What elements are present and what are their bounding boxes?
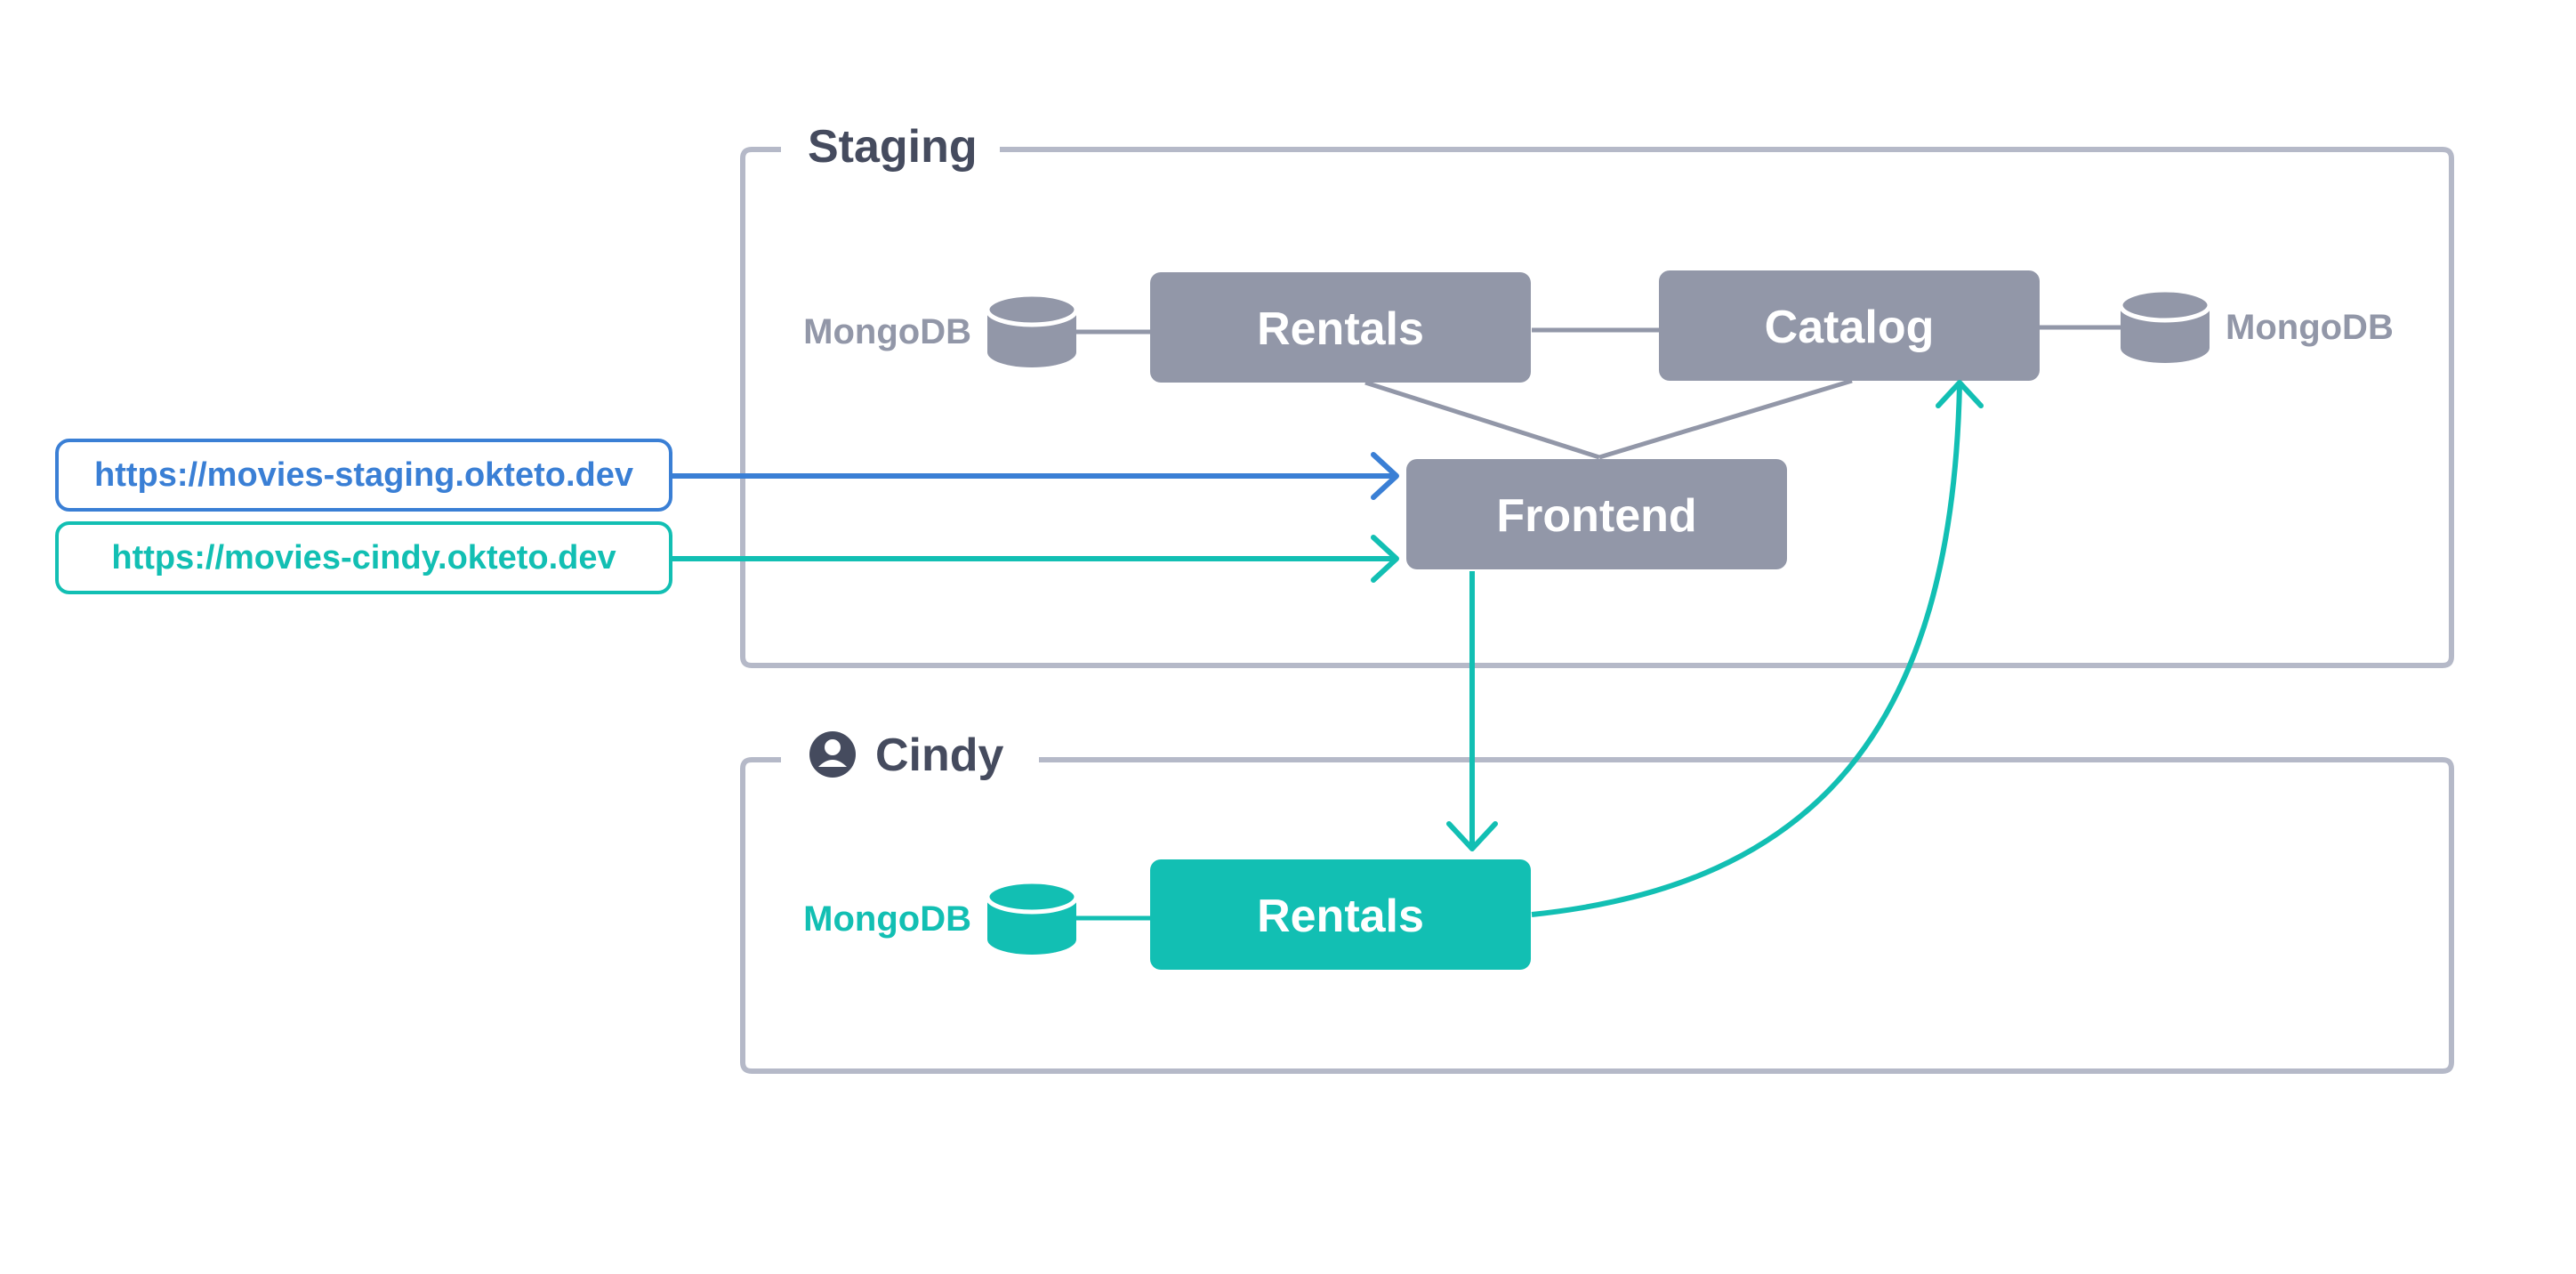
staging-url-label[interactable]: https://movies-staging.okteto.dev [94, 456, 633, 494]
database-icon [985, 292, 1079, 367]
staging-rentals-db: MongoDB [803, 292, 1079, 367]
staging-catalog-service: Catalog [1659, 270, 2040, 381]
cindy-routing [1446, 380, 1984, 917]
staging-frontend-service: Frontend [1406, 459, 1787, 569]
cindy-url-box[interactable] [55, 521, 672, 594]
staging-frontend-label: Frontend [1496, 490, 1696, 542]
user-avatar-icon [809, 731, 856, 778]
cindy-rentals-to-catalog-arrow [1531, 383, 1962, 917]
cindy-url-label[interactable]: https://movies-cindy.okteto.dev [111, 539, 616, 577]
staging-rentals-db-label: MongoDB [803, 312, 971, 351]
staging-title: Staging [808, 121, 978, 173]
cindy-frame [740, 757, 2454, 1074]
staging-environment: Staging MongoDB MongoDB Rentals [740, 121, 2454, 668]
arrowhead-right-icon [1371, 535, 1399, 583]
staging-rentals-label: Rentals [1257, 303, 1424, 355]
staging-frame [740, 147, 2454, 668]
staging-catalog-label: Catalog [1765, 302, 1935, 353]
cindy-endpoint[interactable]: https://movies-cindy.okteto.dev [55, 521, 1399, 594]
catalog-frontend-connector [1598, 378, 1853, 460]
staging-url-box[interactable] [55, 439, 672, 512]
staging-catalog-db-label: MongoDB [2226, 308, 2394, 347]
cindy-rentals-db-label: MongoDB [803, 899, 971, 939]
rentals-frontend-connector [1364, 380, 1600, 460]
cindy-environment: Cindy MongoDB Rentals [740, 730, 2454, 1074]
staging-rentals-service: Rentals [1150, 272, 1531, 383]
arrowhead-right-icon [1371, 452, 1399, 500]
arrowhead-up-icon [1936, 380, 1984, 408]
database-icon [985, 879, 1079, 955]
cindy-title: Cindy [875, 730, 1004, 781]
cindy-rentals-db: MongoDB [803, 879, 1079, 955]
staging-catalog-db: MongoDB [2118, 287, 2394, 363]
arrowhead-down-icon [1446, 821, 1498, 851]
database-icon [2118, 287, 2212, 363]
cindy-rentals-label: Rentals [1257, 891, 1424, 942]
cindy-rentals-service: Rentals [1150, 859, 1531, 970]
staging-endpoint[interactable]: https://movies-staging.okteto.dev [55, 439, 1399, 512]
